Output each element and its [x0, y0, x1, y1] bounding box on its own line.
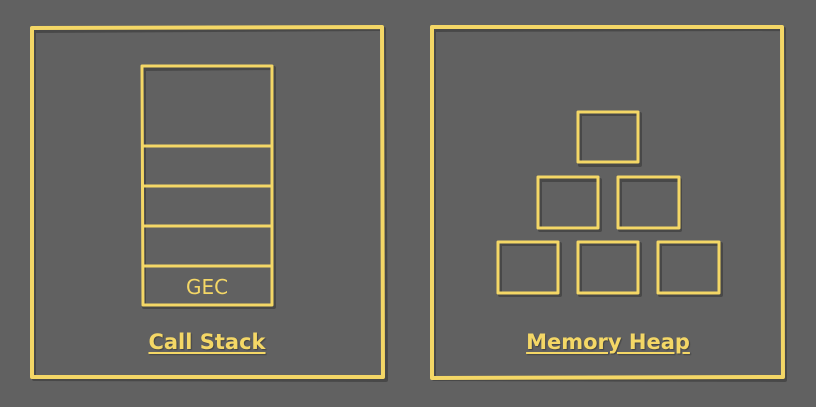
memory-heap-panel [430, 25, 787, 382]
heap-blocks [496, 110, 723, 297]
heap-block [616, 175, 681, 230]
heap-block [656, 240, 721, 295]
call-stack-panel-border [30, 25, 385, 379]
heap-block [536, 175, 600, 230]
call-stack-panel [30, 25, 388, 382]
memory-heap-panel-border [430, 25, 785, 380]
heap-block [576, 240, 640, 295]
call-stack-container [140, 64, 276, 309]
heap-block [576, 110, 640, 164]
memory-heap-title: Memory Heap [526, 330, 690, 354]
call-stack-title: Call Stack [148, 330, 266, 354]
global-execution-context-frame-label: GEC [185, 275, 229, 299]
heap-block [496, 240, 560, 295]
